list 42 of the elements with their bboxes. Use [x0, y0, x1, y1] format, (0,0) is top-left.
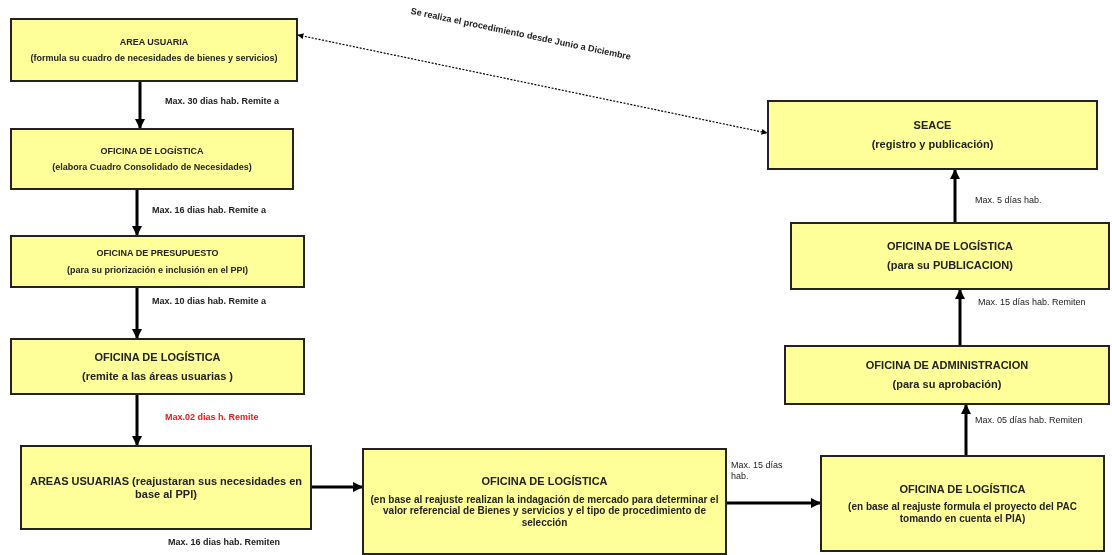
arrow: [961, 404, 971, 455]
box-text: (para su aprobación): [892, 378, 1002, 391]
box-heading: OFICINA DE LOGÍSTICA: [100, 145, 204, 156]
box-text: (en base al reajuste realizan la indagación de mercado para determinar el valor referencial de Bienes y servicios y el tipo de procedimiento de selección: [370, 493, 719, 529]
arrow: [955, 289, 965, 345]
arrow: [132, 190, 142, 236]
box-heading: OFICINA DE LOGÍSTICA: [899, 482, 1026, 496]
process-box: [10, 338, 305, 395]
box-heading: OFICINA DE LOGÍSTICA: [481, 474, 608, 488]
arrow: [132, 395, 142, 446]
box-heading: OFICINA DE LOGÍSTICA: [886, 240, 1014, 253]
box-text: (remite a las áreas usuarias ): [82, 369, 233, 383]
box-text: (para su priorización e inclusión en el PPI): [66, 264, 248, 275]
box-text: (elabora Cuadro Consolidado de Necesidades): [52, 162, 252, 173]
box-heading: AREA USUARIA: [119, 36, 189, 47]
process-box: [820, 455, 1105, 552]
process-box: [10, 235, 305, 288]
edge-label: Max. 05 días hab. Remiten: [975, 415, 1085, 426]
arrow: [135, 82, 145, 129]
process-box: [10, 18, 298, 82]
box-text: AREAS USUARIAS (reajustaran sus necesidades en base al PPI): [28, 474, 303, 501]
box-text: (en base al reajuste formula el proyecto del PAC tomando en cuenta el PIA): [847, 501, 1078, 525]
arrow: [132, 288, 142, 339]
process-box: [20, 445, 312, 530]
arrow: [312, 482, 363, 492]
box-heading: SEACE: [913, 119, 952, 132]
arrow: [297, 33, 768, 135]
box-text: (formula su cuadro de necesidades de bienes y servicios): [30, 53, 278, 64]
box-heading: OFICINA DE ADMINISTRACION: [865, 359, 1029, 372]
process-box: [362, 448, 727, 555]
note-text: Max. 16 dias hab. Remiten: [168, 537, 281, 547]
process-box: [767, 100, 1098, 170]
process-box: [10, 128, 294, 190]
arrow: [727, 498, 821, 508]
box-heading: OFICINA DE LOGÍSTICA: [94, 350, 221, 364]
box-text: (registro y publicación): [871, 138, 994, 151]
process-box: [784, 345, 1110, 405]
box-text: (para su PUBLICACION): [887, 259, 1013, 272]
edge-label: Max. 15 días hab. Remiten: [978, 297, 1088, 308]
box-heading: OFICINA DE PRESUPUESTO: [96, 248, 219, 259]
arrow: [950, 169, 960, 222]
process-box: [790, 222, 1110, 290]
